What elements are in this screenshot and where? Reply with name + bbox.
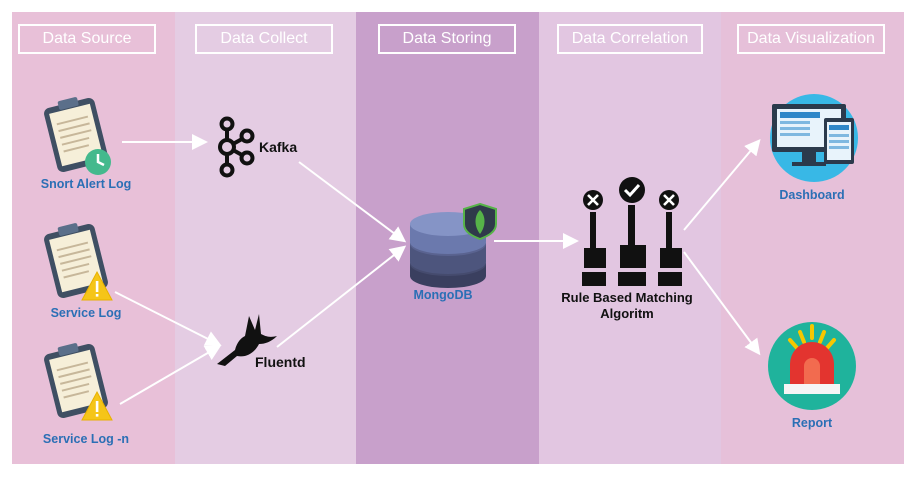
source-label-snort: Snort Alert Log xyxy=(40,177,132,191)
connector-arrows xyxy=(114,134,761,405)
algorithm-label-line2: Algoritm xyxy=(600,306,654,321)
arrow-service-to-fluentd xyxy=(114,291,222,346)
header-data-collect: Data Collect xyxy=(195,24,333,54)
alarm-siren-icon xyxy=(768,322,856,410)
algorithm-label-line1: Rule Based Matching xyxy=(561,290,693,305)
arrow-servicen-to-fluentd xyxy=(119,344,222,405)
output-label-dashboard: Dashboard xyxy=(779,188,845,202)
collector-label-kafka: Kafka xyxy=(259,139,298,155)
arrow-algorithm-to-dashboard xyxy=(683,138,761,231)
clipboard-warning-icon xyxy=(44,343,113,421)
header-data-storing: Data Storing xyxy=(378,24,516,54)
source-label-service-n: Service Log -n xyxy=(42,432,130,446)
clipboard-warning-icon xyxy=(44,223,113,301)
thumbs-vote-icon xyxy=(582,177,682,286)
header-data-visualization: Data Visualization xyxy=(737,24,885,54)
header-data-correlation: Data Correlation xyxy=(557,24,703,54)
source-label-service: Service Log xyxy=(50,306,122,320)
arrow-fluentd-to-mongodb xyxy=(276,245,407,348)
collector-label-fluentd: Fluentd xyxy=(255,354,306,370)
database-icon xyxy=(410,202,497,288)
storage-label-mongodb: MongoDB xyxy=(413,288,473,302)
monitor-icon xyxy=(770,94,858,182)
output-label-report: Report xyxy=(791,416,833,430)
column-data-collect xyxy=(175,12,356,464)
diagram-canvas: Data Source Data Collect Data Storing Da… xyxy=(12,12,904,464)
clipboard-clock-icon xyxy=(44,97,111,175)
header-data-source: Data Source xyxy=(18,24,156,54)
arrow-algorithm-to-report xyxy=(683,251,761,356)
arrow-kafka-to-mongodb xyxy=(298,161,407,243)
kafka-icon xyxy=(218,116,255,178)
hummingbird-icon xyxy=(217,314,277,366)
